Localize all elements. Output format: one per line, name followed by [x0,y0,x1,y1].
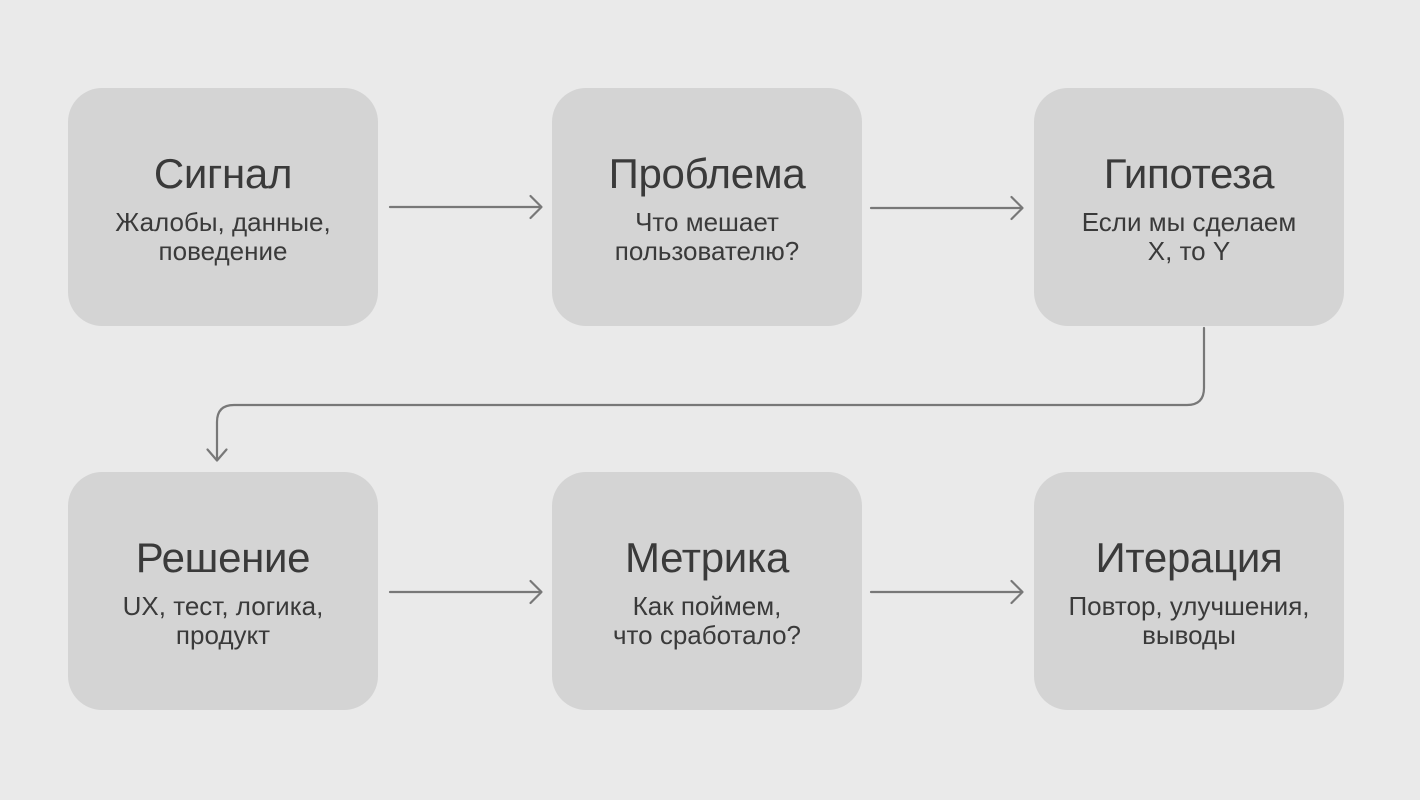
node-subtitle: Жалобы, данные, поведение [115,206,331,266]
arrow-problem-to-hypothesis [869,195,1024,221]
node-subtitle: Повтор, улучшения, выводы [1068,590,1310,650]
connector-hypothesis-to-solution [206,326,1206,462]
subtitle-line: выводы [1142,619,1236,650]
subtitle-line: Как поймем, [632,590,782,621]
subtitle-line: что сработало? [612,619,801,650]
node-subtitle: Что мешает пользователю? [614,206,800,266]
flow-node-solution: Решение UX, тест, логика, продукт [68,472,378,710]
flow-node-iteration: Итерация Повтор, улучшения, выводы [1034,472,1344,710]
node-title: Гипотеза [1103,149,1275,197]
subtitle-line: продукт [175,619,271,650]
node-title: Метрика [624,533,790,581]
flow-node-signal: Сигнал Жалобы, данные, поведение [68,88,378,326]
node-subtitle: Как поймем, что сработало? [612,590,801,650]
subtitle-line: Повтор, улучшения, [1068,590,1310,621]
subtitle-line: Жалобы, данные, [115,206,331,237]
subtitle-line: поведение [158,235,288,266]
subtitle-line: UX, тест, логика, [122,590,324,621]
node-title: Итерация [1095,533,1283,581]
subtitle-line: X, то Y [1147,235,1231,266]
subtitle-line: Если мы сделаем [1081,206,1297,237]
arrow-signal-to-problem [388,194,543,220]
arrow-metric-to-iteration [869,579,1024,605]
subtitle-line: пользователю? [614,235,800,266]
flow-node-problem: Проблема Что мешает пользователю? [552,88,862,326]
subtitle-line: Что мешает [635,206,779,237]
node-title: Сигнал [153,149,293,197]
node-title: Решение [135,533,311,581]
node-title: Проблема [608,149,806,197]
flow-node-metric: Метрика Как поймем, что сработало? [552,472,862,710]
arrow-solution-to-metric [388,579,543,605]
flow-node-hypothesis: Гипотеза Если мы сделаем X, то Y [1034,88,1344,326]
node-subtitle: UX, тест, логика, продукт [122,590,324,650]
node-subtitle: Если мы сделаем X, то Y [1081,206,1297,266]
